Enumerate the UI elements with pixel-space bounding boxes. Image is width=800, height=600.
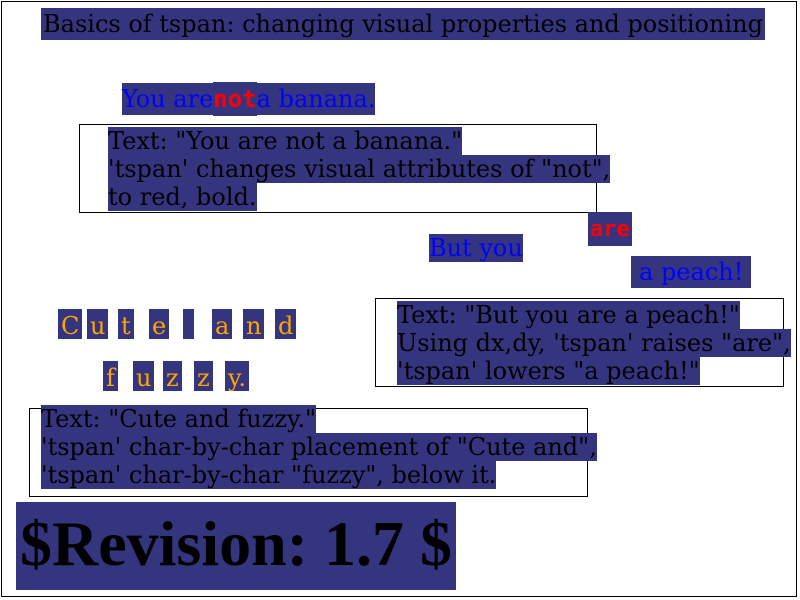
tspan-char: C — [58, 309, 83, 340]
tspan-a-peach-lowered: a peach! — [631, 256, 752, 288]
tspan-char: t — [118, 309, 134, 340]
tspan-example-banana: You arenota banana. — [122, 82, 376, 116]
tspan-char: d — [275, 309, 297, 340]
desc-line: Using dx,dy, 'tspan' raises "are", — [397, 329, 791, 357]
tspan-char: u — [133, 361, 155, 392]
desc-line: Text: "But you are a peach!" — [397, 301, 740, 329]
desc-line: to red, bold. — [108, 183, 257, 211]
desc-line: 'tspan' lowers "a peach!" — [397, 357, 700, 385]
tspan-char-space — [183, 309, 194, 339]
desc-line: 'tspan' changes visual attributes of "no… — [108, 155, 611, 183]
description-fuzzy: Text: "Cute and fuzzy." 'tspan' char-by-… — [41, 405, 597, 489]
tspan-char: z — [163, 361, 182, 392]
description-peach: Text: "But you are a peach!" Using dx,dy… — [397, 301, 791, 385]
desc-line: 'tspan' char-by-char "fuzzy", below it. — [41, 461, 497, 489]
tspan-are-raised: are — [588, 212, 632, 246]
tspan-char: f — [103, 361, 118, 392]
desc-line: Text: "Cute and fuzzy." — [41, 405, 317, 433]
desc-line: 'tspan' char-by-char placement of "Cute … — [41, 433, 597, 461]
text-you-are: You are — [122, 83, 214, 115]
tspan-char: z — [194, 361, 213, 392]
text-a-banana: a banana. — [256, 83, 376, 115]
tspan-not: not — [213, 82, 257, 116]
tspan-char: e — [149, 309, 170, 340]
tspan-char: u — [87, 309, 109, 340]
tspan-char: a — [212, 309, 233, 340]
text-but-you: But you — [429, 234, 523, 262]
revision-label: $Revision: 1.7 $ — [16, 502, 456, 590]
page-title: Basics of tspan: changing visual propert… — [41, 8, 765, 40]
description-banana: Text: "You are not a banana." 'tspan' ch… — [108, 127, 611, 211]
tspan-char: y. — [225, 361, 249, 392]
desc-line: Text: "You are not a banana." — [108, 127, 463, 155]
tspan-char: n — [243, 309, 265, 340]
